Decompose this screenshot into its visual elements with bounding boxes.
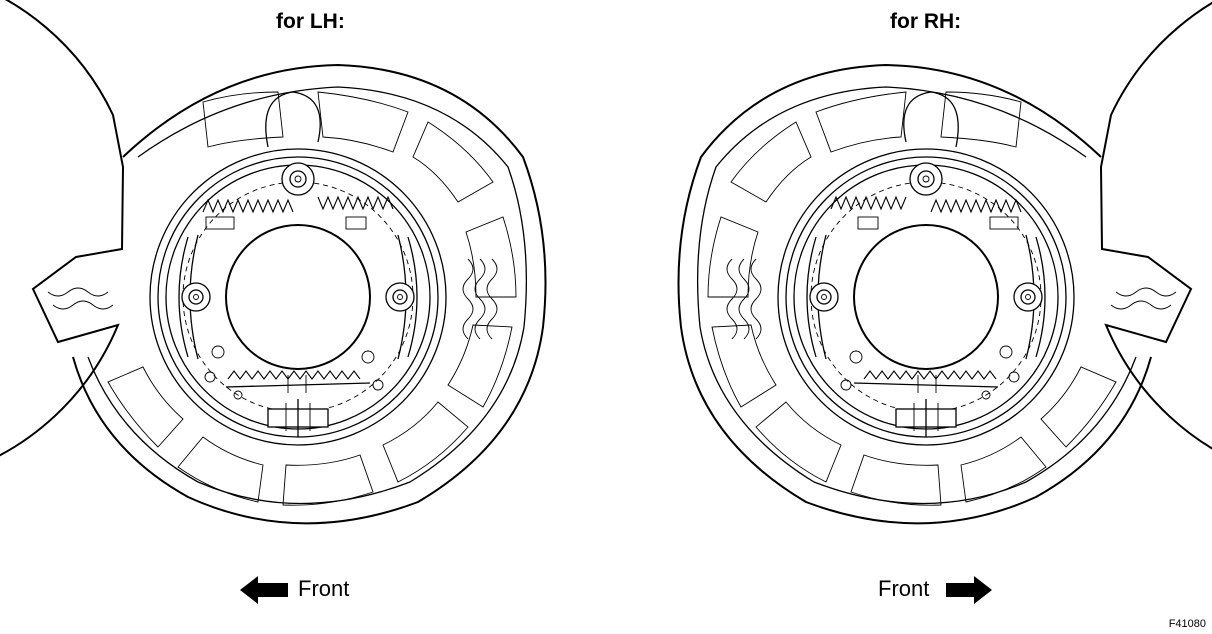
left-front-label: Front [298, 576, 350, 601]
arrow-right-icon [946, 576, 992, 604]
figure-code: F41080 [1168, 618, 1206, 630]
right-title: for RH: [890, 10, 962, 33]
left-title: for LH: [276, 10, 345, 33]
lh-brake-assembly [0, 0, 547, 525]
right-front-label: Front [878, 576, 930, 601]
arrow-left-icon [240, 576, 288, 604]
rh-brake-assembly [677, 0, 1212, 525]
